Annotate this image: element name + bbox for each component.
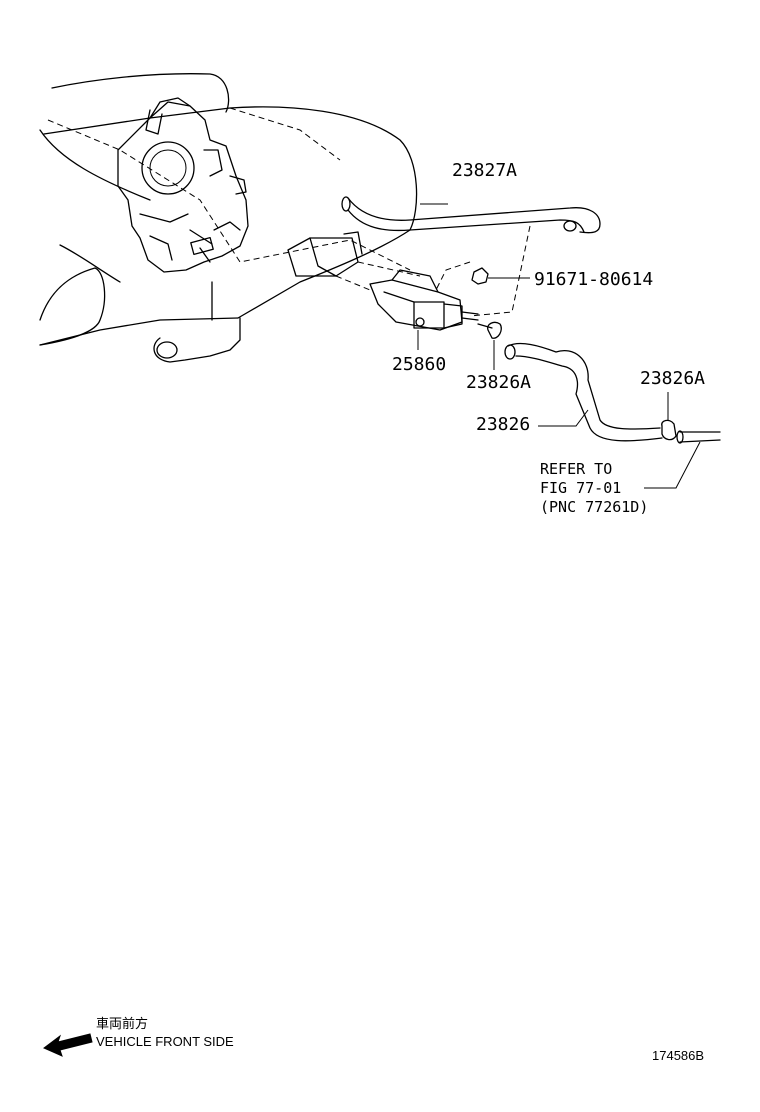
hose-23827A	[341, 196, 601, 317]
front-arrow-icon	[43, 1033, 93, 1057]
direction-label-jp: 車両前方	[96, 1016, 148, 1031]
direction-label-en: VEHICLE FRONT SIDE	[96, 1034, 234, 1049]
throttle-body	[117, 97, 249, 273]
mounting-bracket	[287, 231, 421, 291]
label-23827A: 23827A	[452, 160, 517, 181]
refer-note-line1: REFER TO	[540, 460, 612, 478]
engine-outline	[39, 73, 418, 363]
label-23826A-right: 23826A	[640, 368, 705, 389]
label-25860: 25860	[392, 354, 446, 375]
label-91671-80614: 91671-80614	[534, 269, 653, 290]
diagram-id: 174586B	[652, 1048, 704, 1063]
clamp-23826A-right	[644, 392, 721, 489]
vsv-25860	[369, 261, 479, 350]
label-23826A-left: 23826A	[466, 372, 531, 393]
refer-note-line2: FIG 77-01	[540, 479, 621, 497]
refer-note-line3: (PNC 77261D)	[540, 498, 648, 516]
bolt-91671	[471, 267, 530, 285]
hose-23826	[504, 342, 663, 442]
clamp-23826A-left	[477, 321, 502, 370]
label-23826: 23826	[476, 414, 530, 435]
